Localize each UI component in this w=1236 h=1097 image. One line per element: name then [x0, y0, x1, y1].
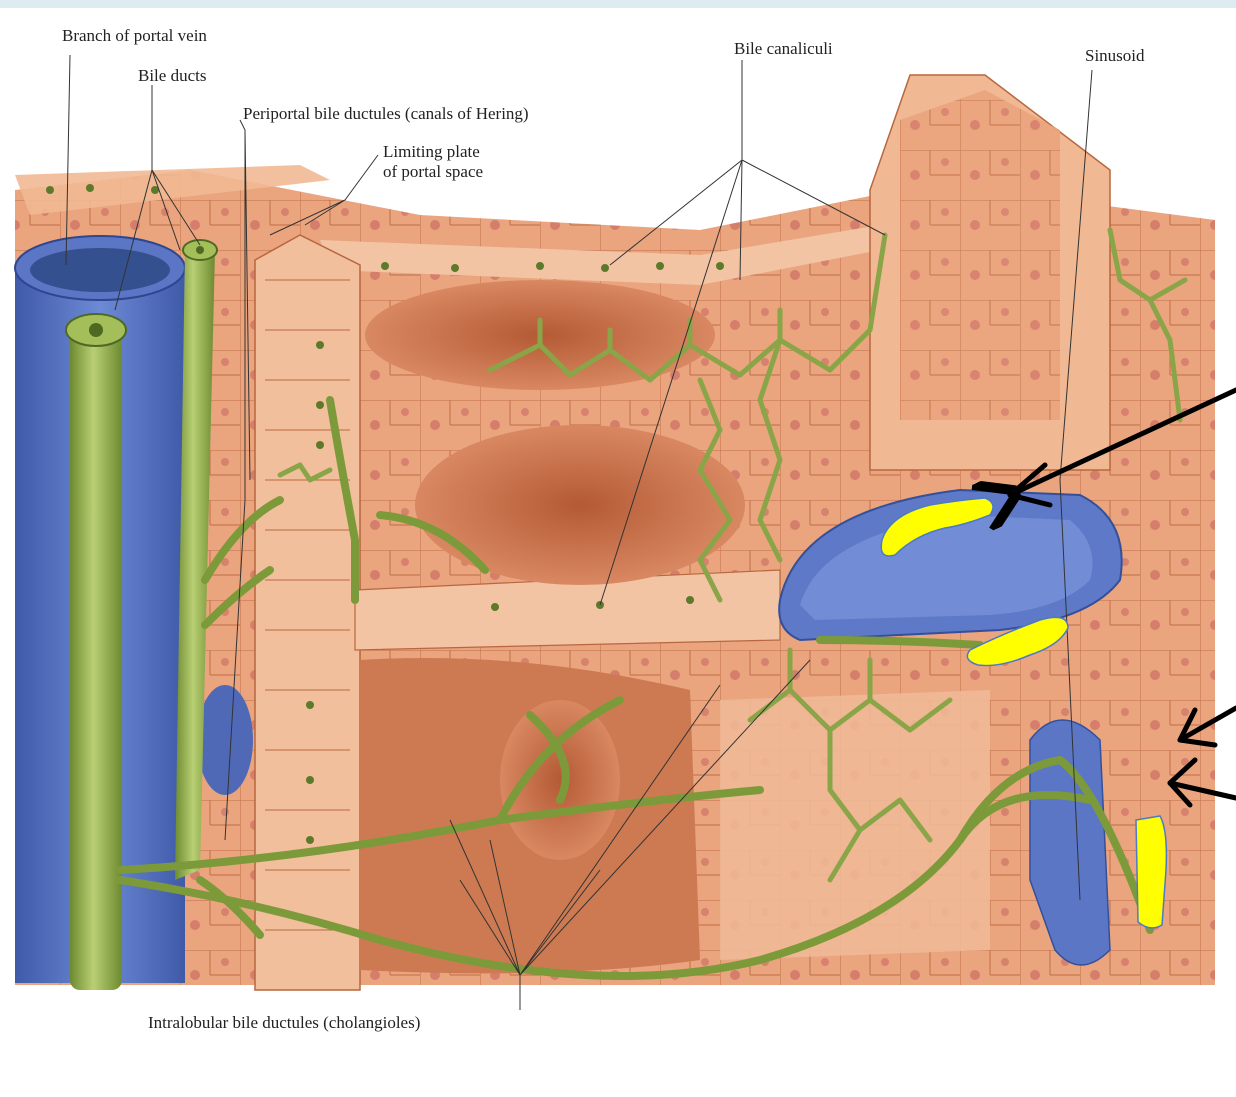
label-periportal-bile-ductules: Periportal bile ductules (canals of Heri…: [243, 104, 529, 124]
label-bile-ducts: Bile ducts: [138, 66, 206, 86]
label-branch-of-portal-vein: Branch of portal vein: [62, 26, 207, 46]
label-bile-canaliculi: Bile canaliculi: [734, 39, 833, 59]
highlight-right: [1136, 816, 1166, 928]
label-sinusoid: Sinusoid: [1085, 46, 1145, 66]
label-intralobular-bile-ductules: Intralobular bile ductules (cholangioles…: [148, 1013, 420, 1033]
label-limiting-plate: Limiting plate of portal space: [383, 142, 483, 181]
